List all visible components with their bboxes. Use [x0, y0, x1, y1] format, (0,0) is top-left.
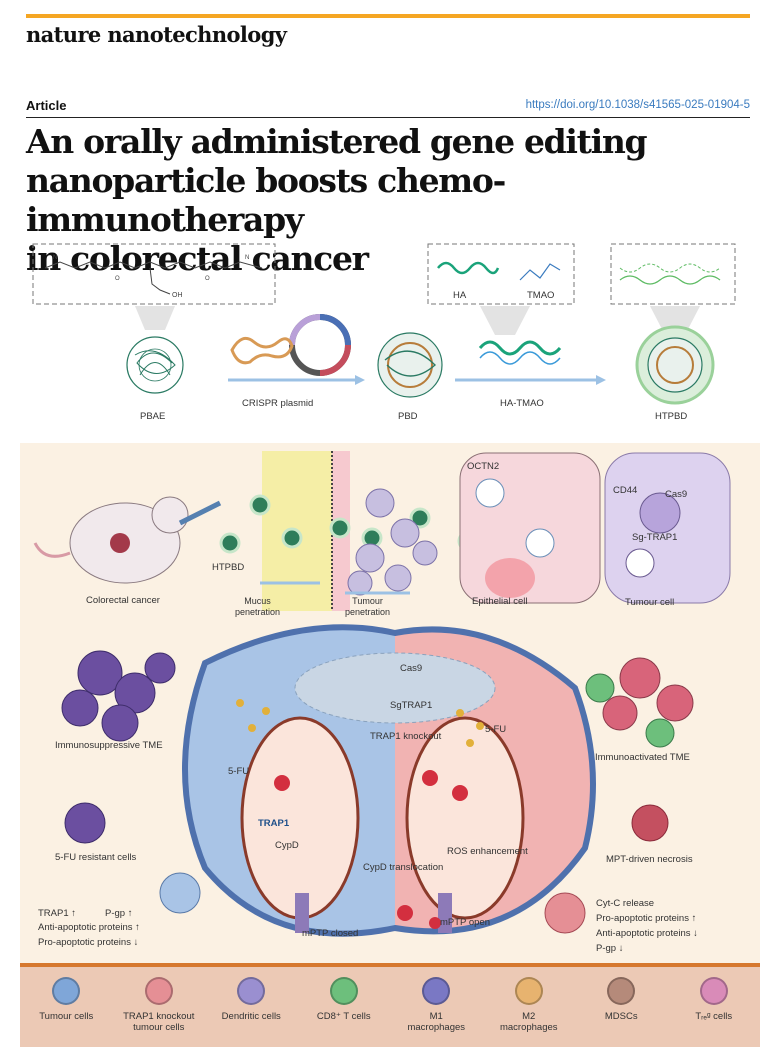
cd44-label: CD44: [613, 485, 638, 496]
necrotic-cell-icon: [631, 804, 669, 842]
tmao-label: TMAO: [527, 290, 555, 301]
ha-chain-icon: [437, 261, 500, 275]
crispr-plasmid-label: CRISPR plasmid: [242, 398, 314, 409]
epithelial-cell-label: Epithelial cell: [472, 596, 528, 607]
svg-text:O: O: [205, 276, 210, 282]
htpbd-structure-box: [610, 243, 736, 305]
trap1-label: TRAP1: [258, 818, 290, 829]
legend-label: Dendritic cells: [221, 1011, 281, 1022]
legend-item: M1 macrophages: [393, 977, 479, 1033]
legend-cell-icon: [52, 977, 81, 1005]
cypd-label: CypD: [275, 840, 299, 851]
legend-label: M2 macrophages: [499, 1011, 558, 1033]
cas9-label: Cas9: [400, 663, 423, 674]
title-line-2: nanoparticle boosts chemo-immunotherapy: [26, 161, 506, 239]
journal-name: nature nanotechnology: [26, 22, 287, 47]
legend-cell-icon: [699, 977, 728, 1005]
tumour-site-icon: [110, 533, 130, 553]
legend-cell-icon: [144, 977, 173, 1005]
right-mitochondrion: [405, 716, 525, 920]
mptp-closed-label: mPTP closed: [302, 928, 359, 939]
mechanism-panel: [20, 443, 760, 963]
plasmid-fragment-icon: [230, 336, 294, 365]
accent-bar: [26, 14, 750, 18]
ha-label: HA: [453, 290, 467, 301]
legend-divider: [20, 963, 760, 967]
immunoactivated-tme-label: Immunoactivated TME: [595, 752, 690, 763]
title-line-1: An orally administered gene editing: [26, 122, 648, 161]
pbae-particle-icon: [126, 336, 184, 394]
tumour-penetration-label: Tumour penetration: [345, 596, 391, 617]
mptp-open-label: mPTP open: [440, 917, 490, 928]
pbae-structure-box: [32, 243, 276, 305]
svg-text:O: O: [115, 276, 120, 282]
synthesis-scheme: OH N N O O: [32, 243, 736, 405]
htpbd-label: HTPBD: [655, 411, 688, 422]
legend-label: M1 macrophages: [407, 1011, 466, 1033]
doi-link[interactable]: https://doi.org/10.1038/s41565-025-01904…: [525, 99, 750, 111]
ha-tmao-icon: [478, 340, 562, 356]
legend-cell-icon: [514, 977, 543, 1005]
5fu-right-label: 5-FU: [485, 724, 507, 735]
octn2-label: OCTN2: [467, 461, 500, 472]
ros-enhancement-label: ROS enhancement: [447, 846, 528, 857]
legend-cell-icon: [607, 977, 636, 1005]
resistant-cells-label: 5-FU resistant cells: [55, 852, 137, 863]
legend-cell-icon: [422, 977, 451, 1005]
legend-cell-icon: [237, 977, 266, 1005]
pgp-down-label: P-gp ↓: [596, 943, 624, 954]
legend-label: CD8⁺ T cells: [316, 1011, 371, 1022]
trap1-knockout-label: TRAP1 knockout: [370, 731, 442, 742]
ha-tmao-box: [427, 243, 575, 305]
nucleus: [294, 652, 496, 724]
sg-trap1-label: Sg-TRAP1: [632, 532, 678, 543]
pro-apoptotic-down-label: Pro-apoptotic proteins ↓: [38, 937, 139, 948]
legend-label: Tumour cells: [39, 1011, 94, 1022]
svg-text:OH: OH: [172, 292, 183, 299]
colorectal-cancer-label: Colorectal cancer: [86, 595, 160, 606]
5fu-left-label: 5-FU: [228, 766, 250, 777]
title-line-3: in colorectal cancer: [26, 239, 369, 278]
pbae-backbone: [44, 261, 263, 269]
mucus-penetration-label: Mucus penetration: [235, 596, 281, 617]
legend-item: M2 macrophages: [486, 977, 572, 1033]
cypd-translocation-label: CypD translocation: [363, 862, 444, 873]
ha-tmao-label: HA-TMAO: [500, 398, 544, 409]
svg-text:N: N: [245, 255, 249, 261]
legend-item: MDSCs: [578, 977, 664, 1022]
pgp-up-label: P-gp ↑: [105, 908, 133, 919]
mpt-necrosis-label: MPT-driven necrosis: [606, 854, 693, 865]
legend-label: Tᵣₑᵍ cells: [695, 1011, 733, 1022]
svg-text:N: N: [53, 255, 57, 261]
anti-apoptotic-down-label: Anti-apoptotic proteins ↓: [596, 928, 698, 939]
article-title: An orally administered gene editing nano…: [26, 122, 756, 278]
legend-item: Tumour cells: [23, 977, 109, 1022]
anti-apoptotic-up-label: Anti-apoptotic proteins ↑: [38, 922, 140, 933]
legend-item: Tᵣₑᵍ cells: [671, 977, 757, 1022]
knockout-cell-icon: [544, 892, 586, 934]
legend-label: MDSCs: [604, 1011, 638, 1022]
pbae-label: PBAE: [140, 411, 166, 422]
article-type: Article: [26, 98, 67, 113]
sgtrap1-label: SgTRAP1: [390, 700, 433, 711]
trap1-up-label: TRAP1 ↑: [38, 908, 77, 919]
legend-item: Dendritic cells: [208, 977, 294, 1022]
htpbd-delivery-label: HTPBD: [212, 562, 245, 573]
tmao-icon: [519, 263, 561, 281]
legend-item: CD8⁺ T cells: [301, 977, 387, 1022]
header-rule: [26, 117, 750, 118]
pro-apoptotic-up-label: Pro-apoptotic proteins ↑: [596, 913, 697, 924]
cytc-release-label: Cyt-C release: [596, 898, 655, 909]
cas9-delivery-label: Cas9: [665, 489, 688, 500]
legend-item: TRAP1 knockout tumour cells: [116, 977, 202, 1033]
tumour-cell-label: Tumour cell: [625, 597, 675, 608]
immunosuppressive-tme-label: Immunosuppressive TME: [55, 740, 163, 751]
tumour-cell-icon: [159, 872, 201, 914]
pbd-label: PBD: [398, 411, 418, 422]
legend-cell-icon: [329, 977, 358, 1005]
resistant-cell-icon: [64, 802, 106, 844]
gavage-syringe-icon: [178, 500, 222, 526]
legend-label: TRAP1 knockout tumour cells: [123, 1011, 195, 1033]
cell-legend: Tumour cells TRAP1 knockout tumour cells D…: [20, 967, 760, 1047]
